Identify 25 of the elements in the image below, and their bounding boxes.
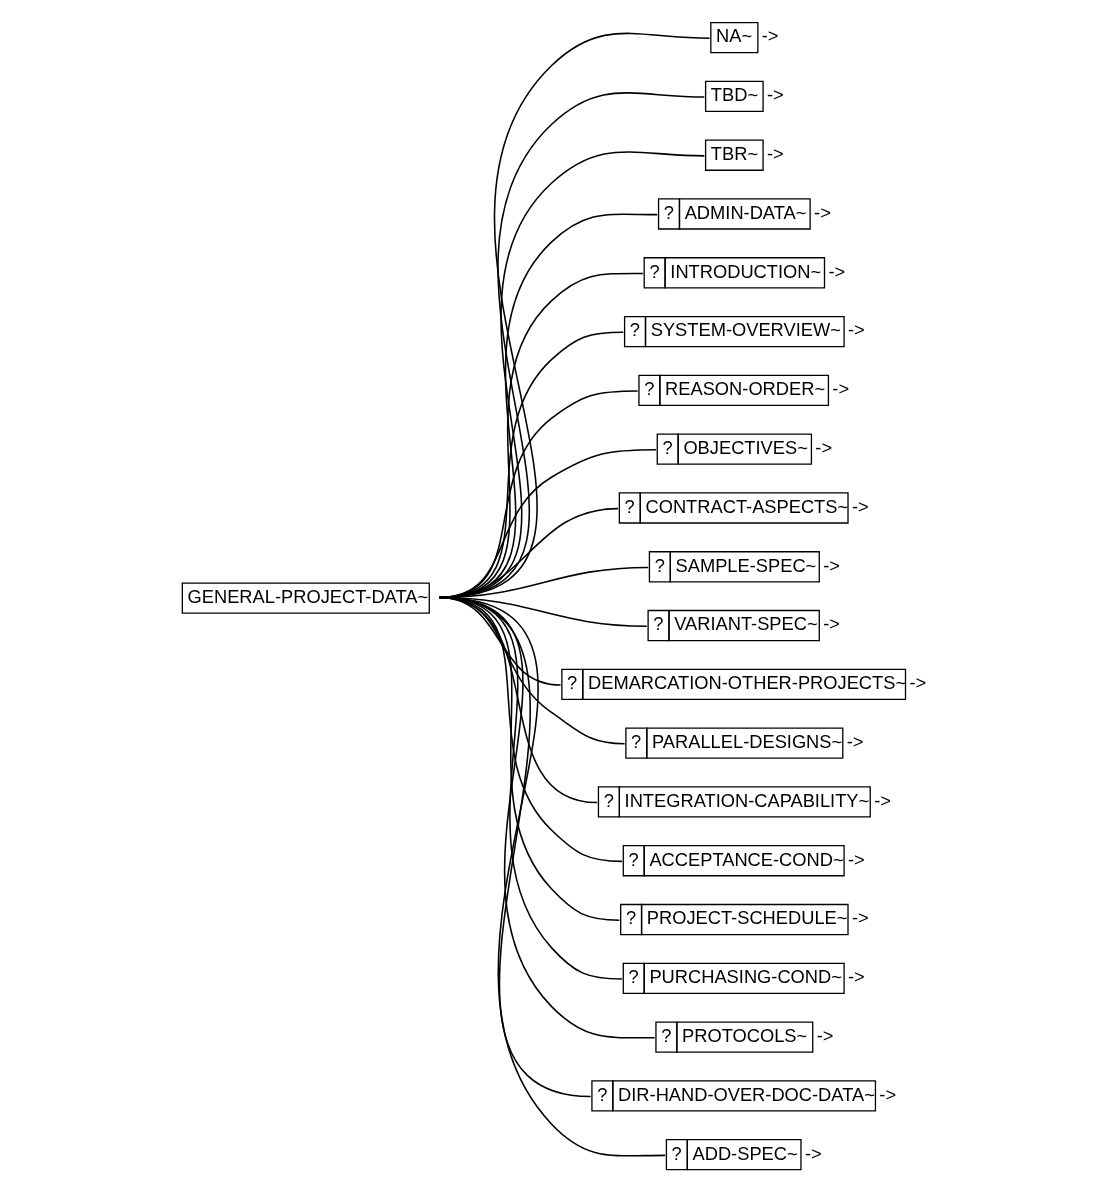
node-label: ->: [822, 613, 840, 635]
node-label: ->: [813, 201, 831, 223]
node-label: ->: [847, 966, 865, 988]
node-label: ->: [766, 143, 784, 165]
node-box: GENERAL-PROJECT-DATA~: [181, 582, 430, 614]
node-label: ->: [851, 907, 869, 929]
node-label: ->: [831, 378, 849, 400]
node-label: ->: [878, 1083, 896, 1105]
node-label: ->: [814, 437, 832, 458]
node-label: ->: [766, 84, 784, 106]
node-label: ->: [873, 789, 891, 811]
connector: [437, 596, 666, 1157]
node-label: ->: [846, 730, 863, 752]
node-label: ->: [804, 1142, 822, 1164]
node-label: ->: [847, 319, 865, 341]
node-label: ->: [822, 554, 840, 576]
node-label: ->: [827, 260, 845, 282]
node-box: TBD~: [704, 80, 764, 113]
node-box: TBR~: [704, 139, 764, 171]
node-label: ->: [847, 848, 865, 870]
node-label: ->: [761, 25, 779, 47]
node-label: ->: [816, 1024, 833, 1046]
node-box: NA~: [709, 21, 758, 54]
node-label: ->: [908, 672, 926, 694]
node-label: ->: [851, 495, 869, 517]
